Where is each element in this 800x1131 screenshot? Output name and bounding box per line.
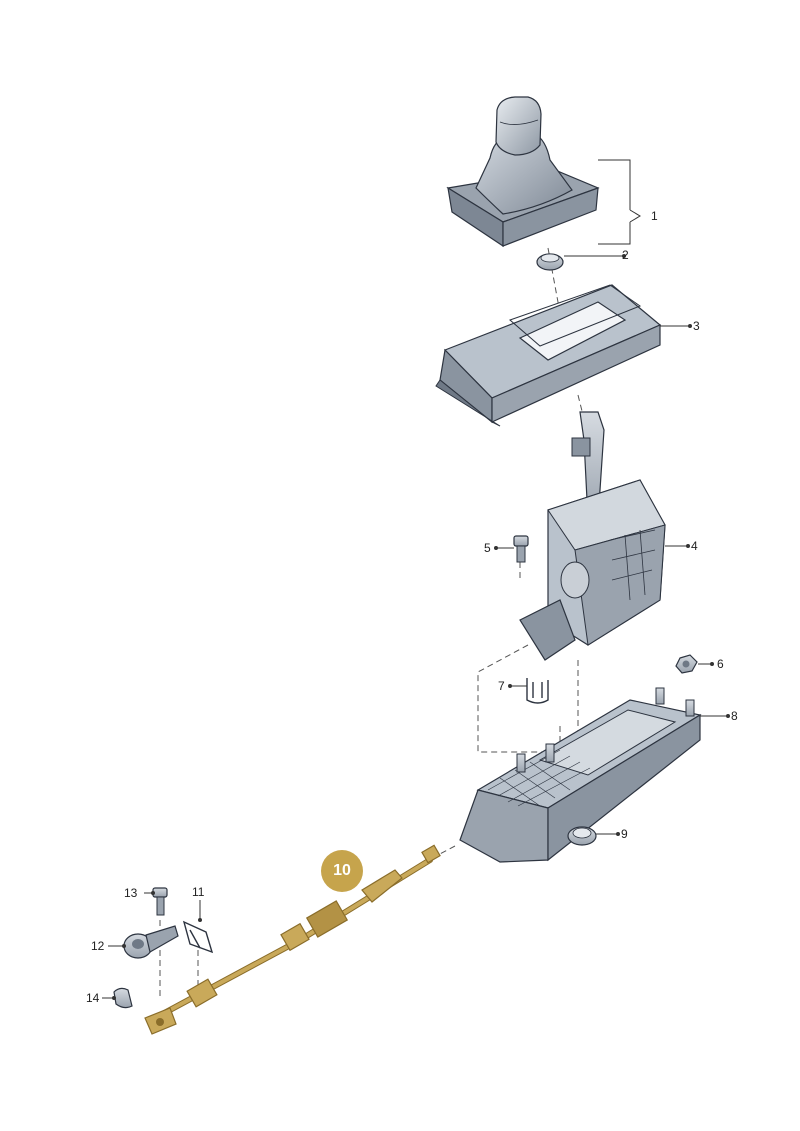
callout-13: 13 xyxy=(124,886,138,900)
grommet-9 xyxy=(567,826,597,846)
highlighted-part-badge: 10 xyxy=(321,850,363,892)
callout-9: 9 xyxy=(621,827,628,841)
callout-11: 11 xyxy=(192,885,205,899)
callout-2: 2 xyxy=(622,248,629,262)
leader-lines xyxy=(102,159,728,999)
leader-dots xyxy=(112,254,730,1000)
callout-14: 14 xyxy=(86,991,100,1005)
clip-ring xyxy=(536,253,564,271)
callout-1: 1 xyxy=(651,209,658,223)
spring-clip-7 xyxy=(526,678,549,704)
callout-6: 6 xyxy=(717,657,724,671)
callout-3: 3 xyxy=(693,319,700,333)
callout-12: 12 xyxy=(91,939,105,953)
bush-14 xyxy=(113,987,133,1009)
base-bracket xyxy=(459,687,702,863)
nut-6 xyxy=(675,654,698,674)
gear-knob-boot xyxy=(446,96,600,248)
shift-mechanism-housing xyxy=(519,411,666,661)
callout-8: 8 xyxy=(731,709,738,723)
retaining-clip-11 xyxy=(182,920,214,954)
selector-cable xyxy=(144,844,441,1035)
screw-13 xyxy=(152,887,168,916)
lever-bracket-12 xyxy=(123,925,179,959)
bolt-5 xyxy=(513,535,529,563)
callout-5: 5 xyxy=(484,541,491,555)
selector-cover-frame xyxy=(435,284,662,427)
callout-7: 7 xyxy=(498,679,505,693)
callout-4: 4 xyxy=(691,539,698,553)
